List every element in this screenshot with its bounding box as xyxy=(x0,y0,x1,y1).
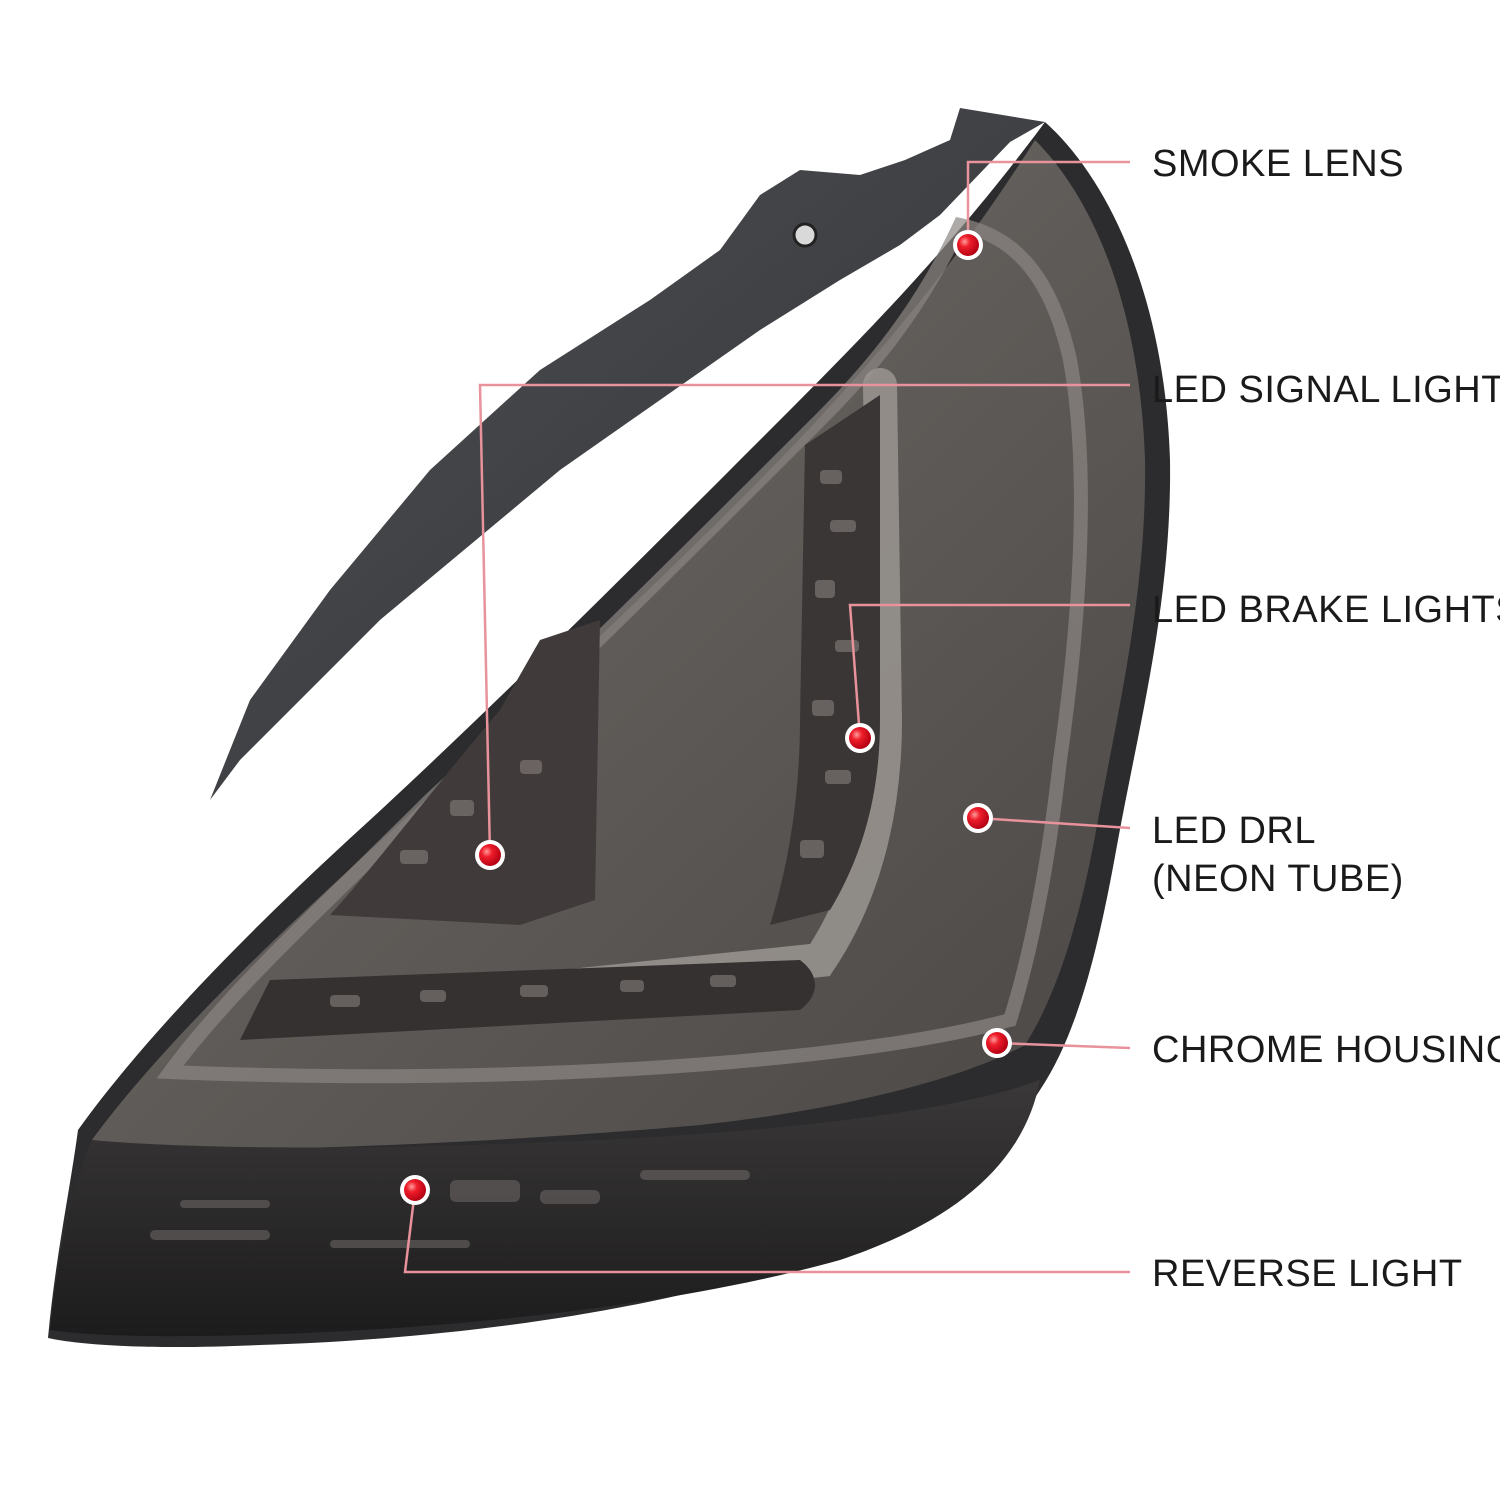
led-signal-lights-label: LED SIGNAL LIGHTS xyxy=(1152,369,1500,411)
callout-chrome-housing: CHROME HOUSING xyxy=(982,1028,1500,1071)
signal-light-pocket xyxy=(330,620,600,925)
chrome-housing-marker-dot xyxy=(986,1032,1008,1054)
led-drl-leader-line xyxy=(977,816,1131,830)
callout-reverse-light: REVERSE LIGHT xyxy=(400,1175,1463,1295)
led-brake-lights-marker-dot xyxy=(849,727,871,749)
led-signal-lights-marker-dot xyxy=(479,844,501,866)
chrome-housing-label: CHROME HOUSING xyxy=(1152,1029,1500,1071)
lower-led-strip xyxy=(240,960,815,1040)
led-drl-label-line-2: (NEON TUBE) xyxy=(1152,858,1404,900)
reverse-light-label: REVERSE LIGHT xyxy=(1152,1253,1463,1295)
tail-light-image xyxy=(48,108,1171,1348)
bracket-hole xyxy=(792,222,818,248)
led-brake-lights-leader-line xyxy=(848,603,1130,739)
led-brake-lights-label: LED BRAKE LIGHTS xyxy=(1152,589,1500,631)
reverse-reflections xyxy=(150,1170,750,1248)
reverse-light-marker-dot xyxy=(404,1179,426,1201)
callout-led-drl: LED DRL (NEON TUBE) xyxy=(963,803,1404,900)
chrome-housing-leader-line xyxy=(996,1041,1131,1050)
callout-led-brake-lights: LED BRAKE LIGHTS xyxy=(845,589,1500,753)
led-drl-label-line-1: LED DRL xyxy=(1152,810,1316,852)
mounting-bracket xyxy=(210,108,1045,800)
smoke-lens-leader-line xyxy=(966,160,1130,245)
callout-group: SMOKE LENS LED SIGNAL LIGHTS LED BRAKE LIG… xyxy=(400,143,1500,1295)
callout-smoke-lens: SMOKE LENS xyxy=(953,143,1404,260)
led-signal-lights-leader-line xyxy=(478,383,1130,856)
smoke-lens-marker-dot xyxy=(957,234,979,256)
led-drl-marker-dot xyxy=(967,807,989,829)
inner-frame xyxy=(156,217,1088,1084)
reverse-light-leader-line xyxy=(403,1189,1130,1274)
smoke-lens-label: SMOKE LENS xyxy=(1152,143,1404,185)
callout-led-signal-lights: LED SIGNAL LIGHTS xyxy=(475,369,1500,870)
